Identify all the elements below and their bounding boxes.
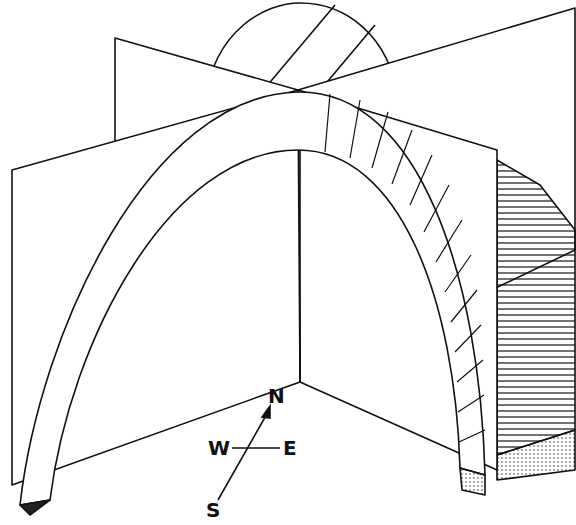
- limb-foot: [20, 500, 50, 515]
- plane-intersection: [299, 150, 301, 382]
- limb-foot: [460, 468, 485, 495]
- compass-letter: W: [208, 438, 230, 458]
- limb-ticks: [325, 94, 485, 442]
- compass-letter: N: [268, 386, 285, 406]
- compass-letter: S: [206, 500, 220, 520]
- section-hatch: [497, 160, 575, 455]
- compass-letter: E: [283, 438, 297, 458]
- section-dots: [497, 430, 575, 480]
- fold-arch: [20, 92, 485, 505]
